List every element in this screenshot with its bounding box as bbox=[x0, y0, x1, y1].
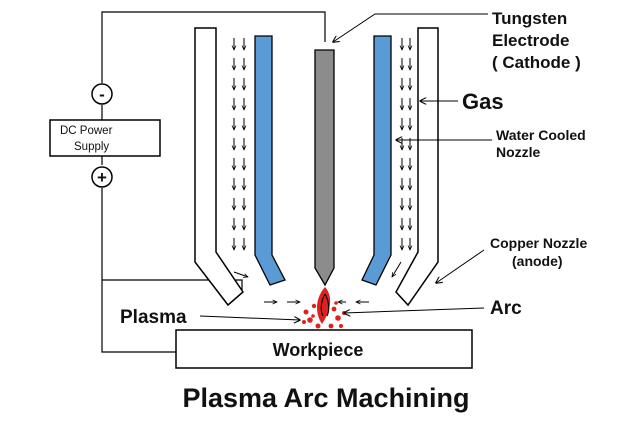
gas-flow-arrows bbox=[234, 38, 410, 250]
gas-flow-arrow-icon bbox=[233, 271, 248, 277]
minus-terminal-icon: - bbox=[91, 83, 113, 105]
workpiece bbox=[175, 329, 473, 369]
gas-flow-arrow-icon bbox=[392, 261, 402, 277]
copper-nozzle bbox=[194, 27, 439, 307]
water-nozzle-label-line1: Water Cooled bbox=[496, 127, 586, 143]
arc-flame-icon bbox=[302, 287, 346, 329]
copper-nozzle-label-line2: (anode) bbox=[512, 253, 563, 269]
gas-converge-arrows bbox=[233, 261, 402, 302]
copper-nozzle-right-wall bbox=[395, 27, 439, 307]
plasma-label: Plasma bbox=[120, 307, 187, 328]
copper-nozzle-left-wall bbox=[194, 27, 244, 307]
power-supply-label-line1: DC Power bbox=[60, 125, 113, 137]
tungsten-electrode bbox=[314, 49, 335, 287]
arc-leader bbox=[344, 307, 485, 313]
copper-nozzle-label-line1: Copper Nozzle bbox=[490, 235, 587, 251]
cooling-nozzle-left bbox=[254, 35, 286, 286]
gas-label: Gas bbox=[462, 89, 504, 114]
circuit-wires bbox=[101, 11, 326, 353]
negative-sign: - bbox=[99, 85, 105, 104]
cooling-nozzle-right bbox=[361, 35, 392, 286]
tungsten-label-line1: Tungsten bbox=[492, 9, 567, 28]
water-nozzle-label-line2: Nozzle bbox=[496, 144, 541, 160]
positive-sign: + bbox=[97, 168, 107, 187]
arc-label: Arc bbox=[490, 298, 522, 319]
plus-terminal-icon: + bbox=[91, 166, 113, 188]
tungsten-label-line2: Electrode bbox=[492, 31, 569, 50]
tungsten-label-line3: ( Cathode ) bbox=[492, 53, 581, 72]
copper-nozzle-leader bbox=[436, 249, 485, 283]
leader-lines bbox=[199, 13, 492, 320]
power-supply-label-line2: Supply bbox=[74, 141, 109, 153]
workpiece-label: Workpiece bbox=[273, 340, 364, 360]
water-cooled-nozzle bbox=[254, 35, 392, 286]
tungsten-leader bbox=[333, 13, 488, 42]
plasma-leader bbox=[199, 315, 300, 320]
plasma-sparks bbox=[302, 301, 346, 329]
dc-power-supply: DC Power Supply bbox=[49, 119, 161, 157]
diagram-title: Plasma Arc Machining bbox=[182, 383, 469, 413]
